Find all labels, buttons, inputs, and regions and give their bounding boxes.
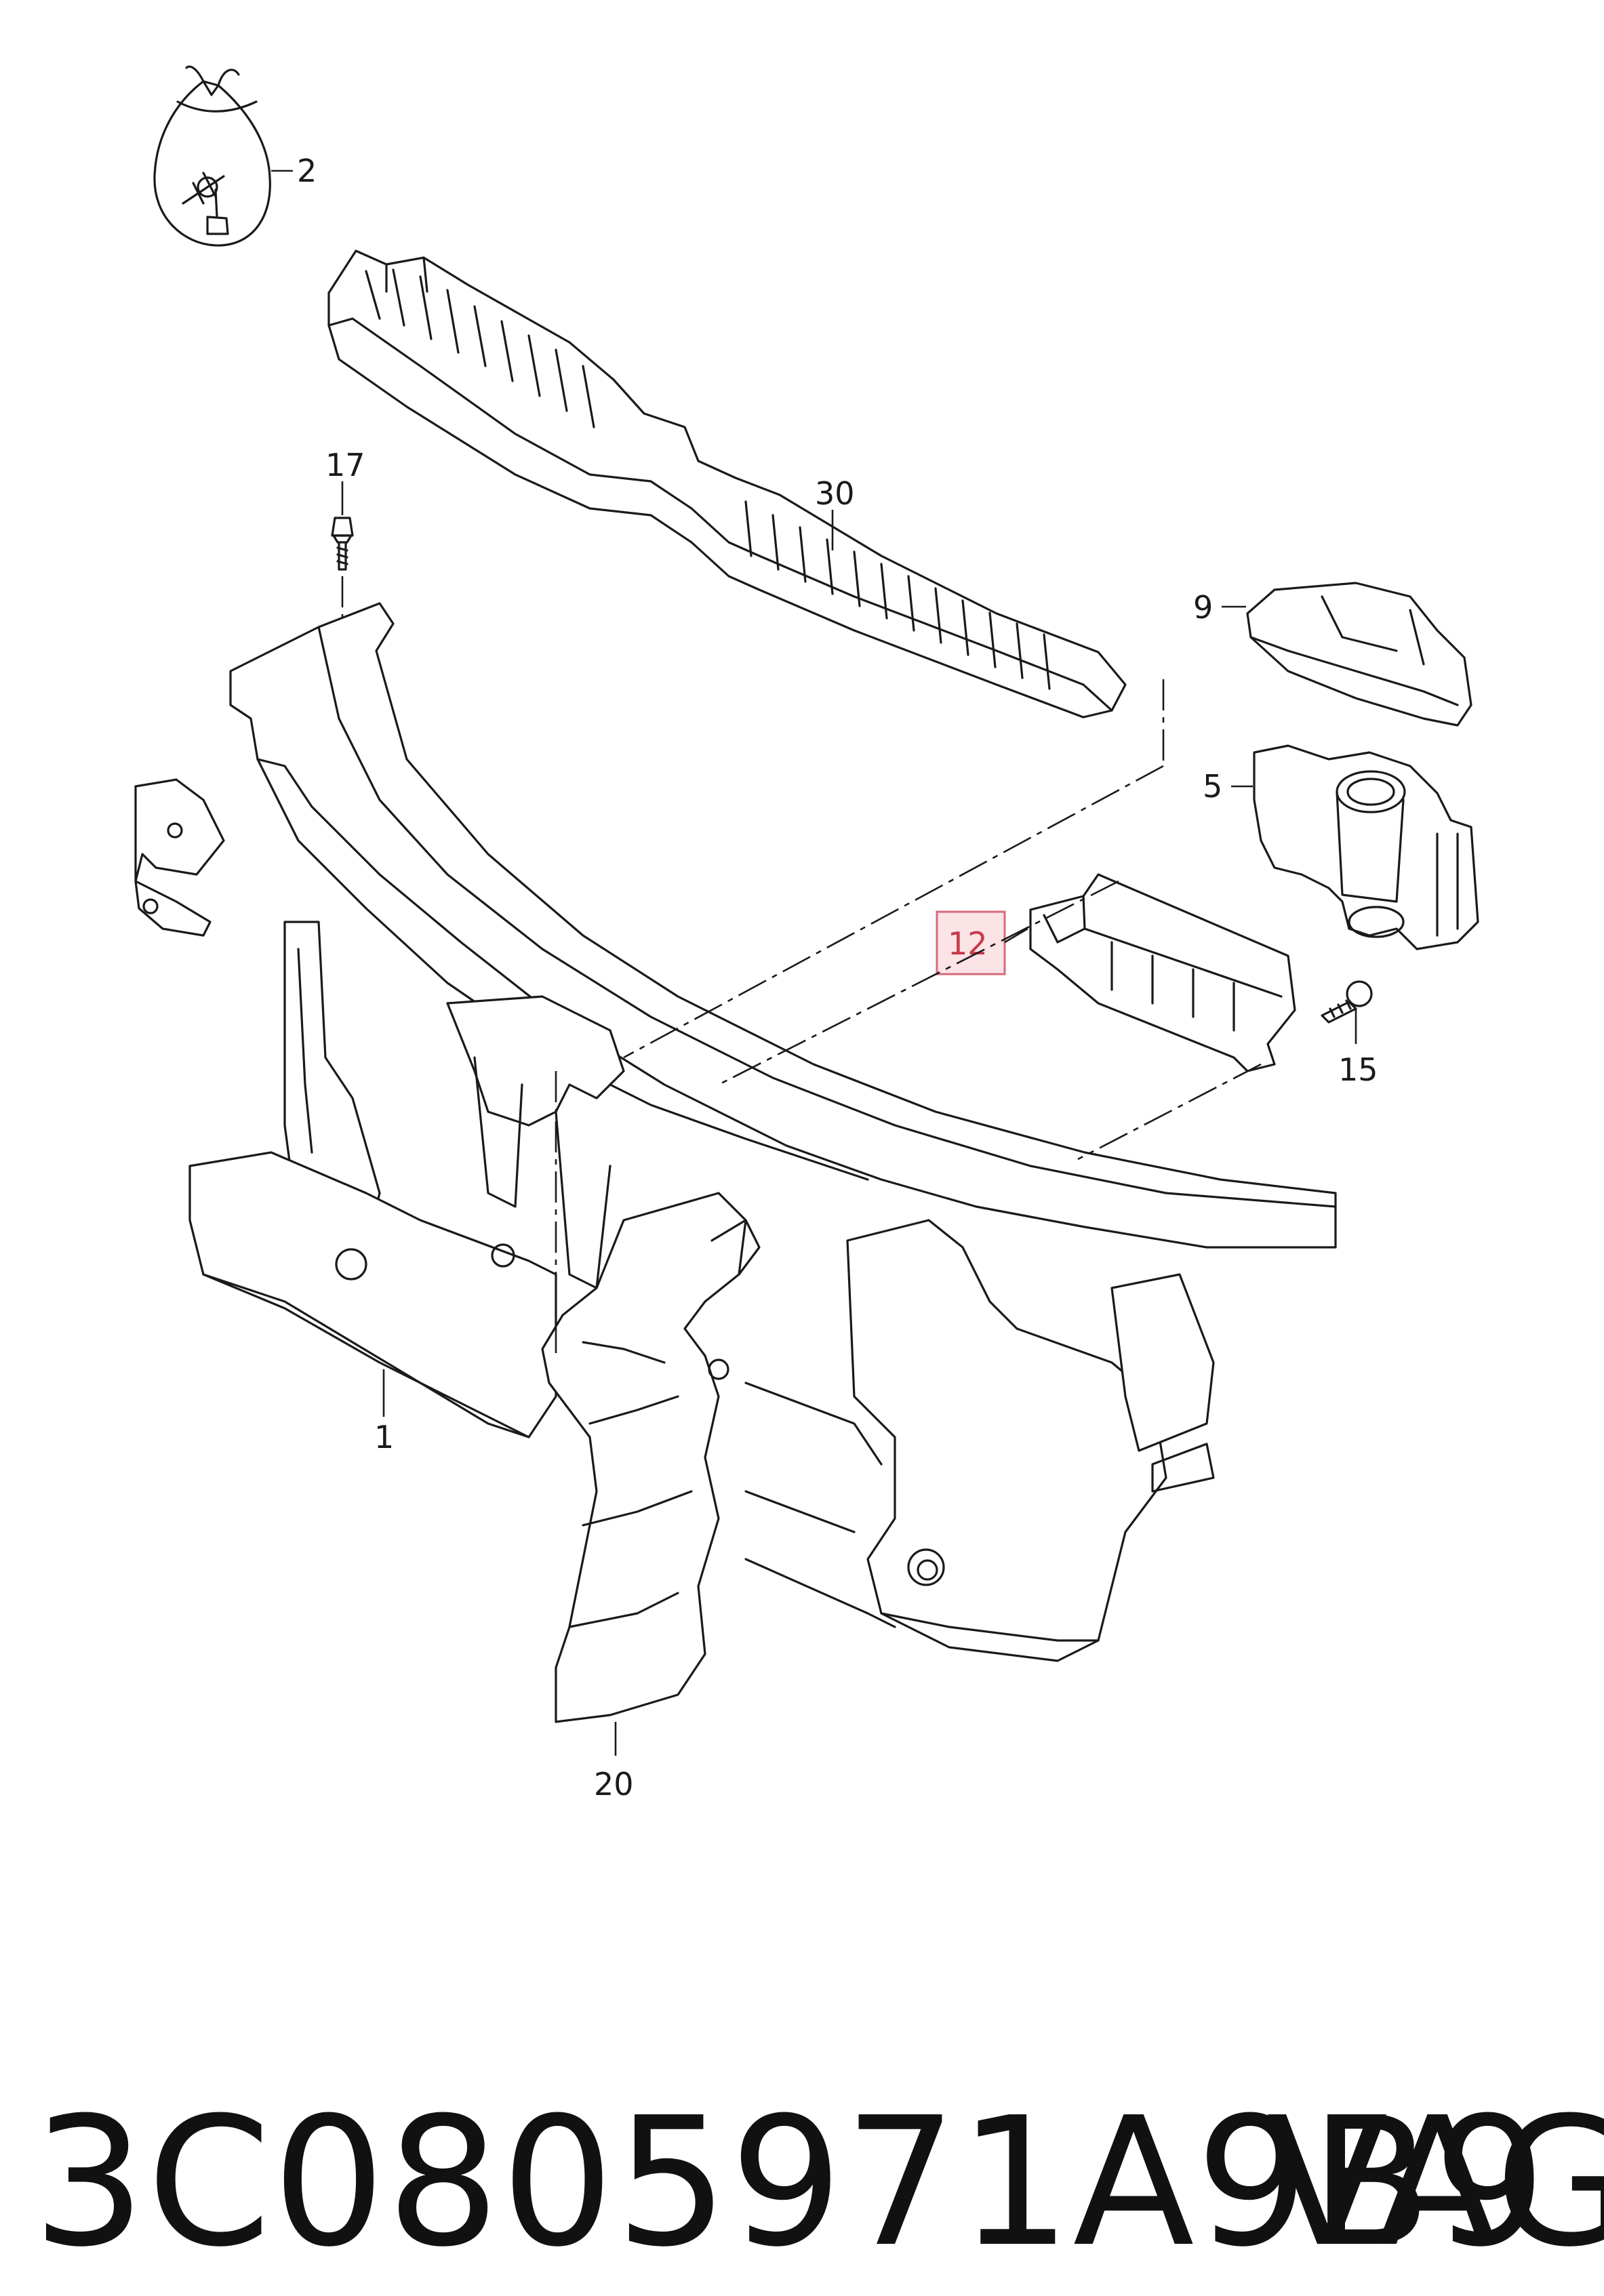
callout-17: 17 (325, 447, 365, 483)
lock-carrier-part (134, 602, 1337, 1662)
bolt-17-part (331, 517, 354, 571)
callout-1: 1 (374, 1419, 394, 1455)
part-number-label: 3C0805971A9B9 (33, 2079, 1548, 2286)
callout-20: 20 (594, 1766, 634, 1802)
screw-15-part (1321, 980, 1373, 1024)
callout-30: 30 (815, 475, 855, 512)
assembly-line (623, 765, 1164, 1059)
brand-label: VAG (1266, 2079, 1604, 2286)
callout-5: 5 (1203, 768, 1222, 805)
air-duct-5-part (1253, 744, 1479, 950)
callout-9: 9 (1193, 589, 1213, 626)
bag-of-screws-part (153, 65, 271, 247)
air-guide-20-part (541, 1192, 761, 1723)
intake-cover-9-part (1246, 582, 1472, 727)
callout-12-highlight-box (936, 910, 1006, 975)
assembly-line (718, 880, 1119, 1086)
upper-cover-part (327, 249, 1127, 719)
assembly-line (1077, 1063, 1262, 1161)
callout-15: 15 (1338, 1051, 1378, 1088)
callout-2: 2 (297, 153, 317, 189)
air-guide-12-part (1029, 873, 1296, 1072)
callout-12: 12 (948, 925, 988, 962)
